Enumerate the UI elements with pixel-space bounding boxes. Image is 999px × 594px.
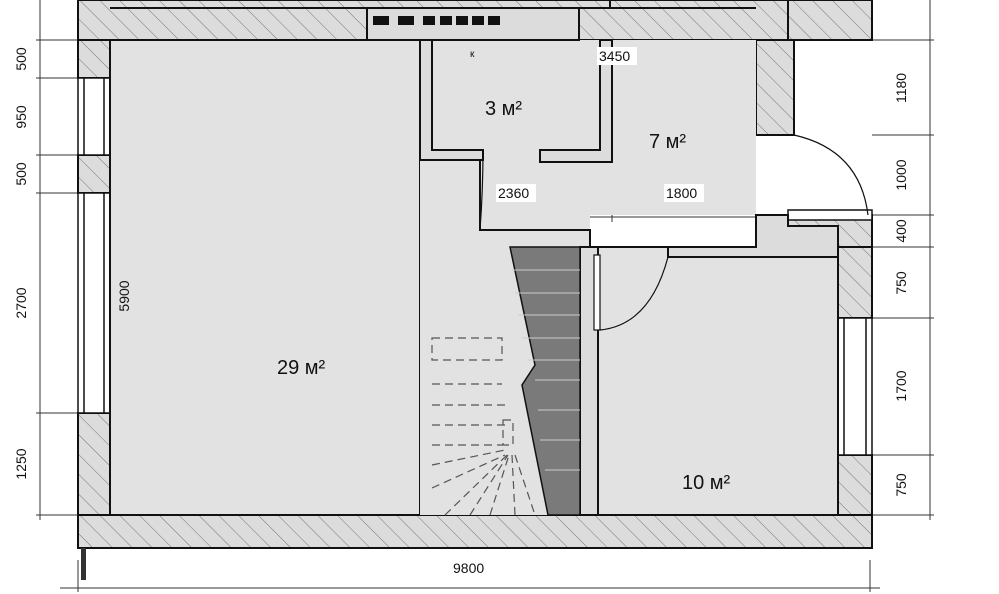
bedroom-area: 10 м² [682,472,731,494]
top-width-label: 3450 [599,48,630,64]
living-room-floor [109,39,421,516]
staircase [431,246,581,516]
corridor-label: 1800 [666,185,697,201]
downspout [81,548,86,580]
doors [479,134,869,331]
room-marker: к [470,49,475,60]
floors [109,39,839,516]
bedroom-floor [589,246,839,516]
hall-area: 7 м² [649,131,686,153]
left-dim-4: 2700 [13,287,29,318]
right-dim-5: 1700 [893,370,909,401]
inner-height-label: 5900 [116,280,132,311]
interior-walls [366,7,839,516]
total-width-label: 9800 [453,560,484,576]
chimney-vents [373,16,500,25]
left-dim-2: 950 [13,105,29,129]
bedroom-top-wall [667,214,839,258]
small-room-door-swing [479,149,484,231]
right-dim-4: 750 [893,271,909,295]
right-dim-1: 1180 [893,73,909,103]
left-dim-3: 500 [13,162,29,186]
right-dim-6: 750 [893,473,909,497]
left-dim-1: 500 [13,47,29,71]
upper-edges [110,0,756,9]
entrance-door-swing [793,134,869,216]
bedroom-door-swing [599,256,669,331]
left-dim-5: 1250 [13,448,29,479]
windows [77,77,873,456]
living-room-area: 29 м² [277,357,326,379]
small-room-area: 3 м² [485,98,522,120]
right-dim-2: 1000 [893,159,909,190]
hall-width-label: 2360 [498,185,529,201]
right-dim-3: 400 [893,219,909,243]
